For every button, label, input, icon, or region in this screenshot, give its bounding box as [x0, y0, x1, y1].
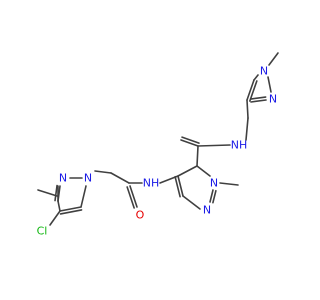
molecule-structure-diagram: Cl N N O NH N N NH N N: [37, 52, 279, 238]
bond-ring-b-c4-c3: [177, 175, 184, 197]
bond-ring-c-c4-c5-second: [249, 80, 258, 102]
atom-nitrogen-pyrazole-b-n1: N: [210, 177, 218, 190]
bond-ring-c-n1-n2: [267, 76, 272, 93]
bond-ring-b-c3-n2: [182, 195, 201, 210]
atom-chlorine: Cl: [37, 225, 48, 238]
bond-amide-a-c: [110, 172, 130, 184]
bond-ch2-link: [94, 170, 112, 174]
bond-ring-a-n2-c3-second: [54, 184, 58, 202]
bond-ring-b-nmethyl: [219, 182, 239, 186]
bond-ring-c-c4-c5: [246, 79, 255, 101]
atom-nitrogen-pyrazole-c-n1: N: [260, 65, 268, 78]
atom-nitrogen-pyrazole-b-n2: N: [203, 204, 211, 217]
bond-ring-b-n2-n1: [209, 189, 214, 203]
atom-nitrogen-pyrazole-a-n1: N: [84, 172, 92, 185]
bond-ch2-link-b: [245, 117, 249, 141]
atom-nitrogen-pyrazole-c-n2: N: [269, 93, 277, 106]
bond-layer: [37, 52, 279, 226]
atom-label-layer: Cl N N O NH N N NH N N: [37, 65, 277, 238]
bond-amide-b-cn: [197, 144, 231, 147]
bond-ring-b-n1-c5: [196, 165, 211, 177]
bond-amide-a-co-second: [126, 186, 135, 209]
bond-amide-a-co: [129, 185, 138, 208]
bond-amide-b-co: [180, 139, 199, 147]
bond-ring-a-c4-c5: [59, 206, 82, 212]
atom-oxygen-amide-a: O: [136, 209, 145, 222]
bond-chloro: [49, 210, 61, 226]
bond-ring-c-nmethyl: [268, 52, 279, 66]
bond-ring-a-c3-c4: [57, 200, 61, 212]
bond-ring-b-c5-c4: [177, 165, 198, 177]
bond-ring-b-n2-n1-second: [212, 189, 217, 204]
bond-amide-b-co-second: [181, 136, 200, 144]
atom-nitrogen-pyrazole-a-n2: N: [59, 172, 67, 185]
bond-ring-c-c5-n1: [253, 74, 259, 81]
bond-ring-c-n2-c3-second: [249, 96, 267, 100]
bond-ring-c-c4: [246, 99, 249, 119]
bond-ring-c-n2-c3: [250, 99, 267, 103]
bond-ring-a-c4-c5-second: [59, 209, 83, 215]
bond-amide-b-c: [196, 145, 199, 167]
bond-ring-a-methyl: [37, 189, 58, 197]
bond-ring-a-c5-n1: [80, 185, 87, 208]
atom-nh-amide-b: NH: [231, 139, 248, 152]
atom-nh-amide-a: NH: [143, 177, 160, 190]
bond-ring-b-c4-c3-second: [174, 175, 181, 198]
